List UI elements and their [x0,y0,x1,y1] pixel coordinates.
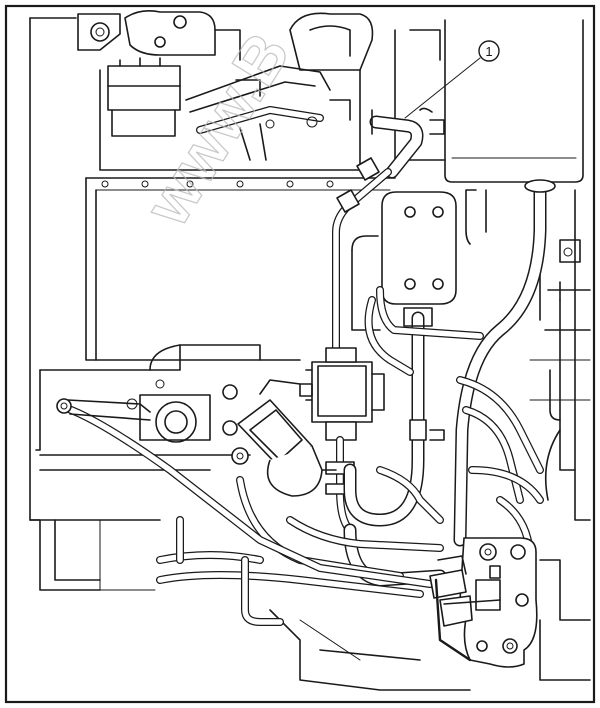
fuel-valve-body [429,537,538,668]
connectors [465,189,591,301]
control-cable [56,398,434,588]
fuel-pump [231,379,337,497]
fuel-line-upper [332,157,392,364]
callout-label: 1 [485,44,492,59]
throttle-body-assembly [77,10,374,161]
engine-block [29,17,591,691]
upper-hose [369,107,445,179]
bolt-row [101,180,334,188]
callout-circle [478,40,500,62]
callout-1: 1 [404,40,500,119]
fuel-filter [299,347,385,441]
